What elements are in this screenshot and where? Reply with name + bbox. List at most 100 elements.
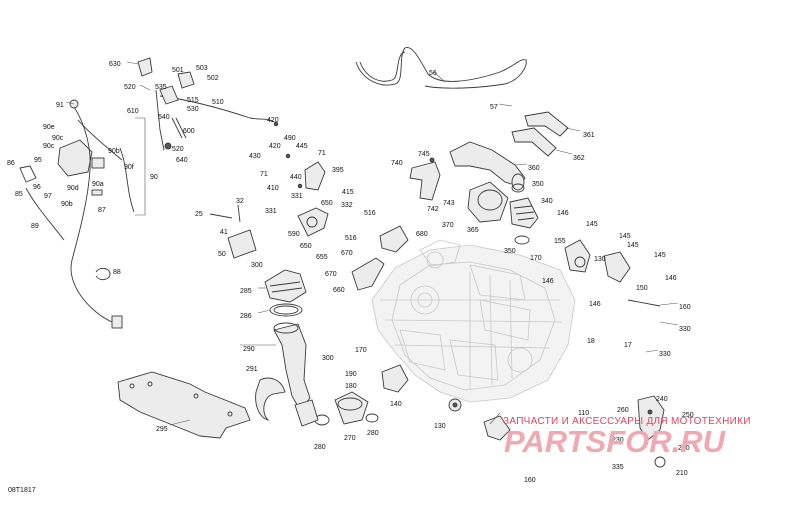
pedal-630	[137, 57, 195, 150]
bracket-660	[351, 257, 385, 291]
airbox-285	[264, 269, 307, 303]
callout-516: 516	[345, 235, 357, 242]
callout-670: 670	[341, 250, 353, 257]
callout-286: 286	[240, 313, 252, 320]
callout-145: 145	[586, 221, 598, 228]
clamp-350	[511, 183, 530, 245]
callout-210: 210	[676, 470, 688, 477]
callout-660: 660	[333, 287, 345, 294]
callout-340: 340	[541, 198, 553, 205]
callout-410: 410	[267, 185, 279, 192]
callout-170: 170	[530, 255, 542, 262]
callout-90f: 90f	[124, 164, 134, 171]
cable-56	[355, 46, 527, 89]
callout-95: 95	[34, 157, 42, 164]
callout-17: 17	[624, 342, 632, 349]
callout-56: 56	[429, 70, 437, 77]
filter-340	[509, 197, 539, 229]
callout-503: 503	[196, 65, 208, 72]
callout-146: 146	[542, 278, 554, 285]
callout-90d: 90d	[67, 185, 79, 192]
callout-742: 742	[427, 206, 439, 213]
callout-97: 97	[44, 193, 52, 200]
leader-lines	[65, 61, 679, 426]
bracket-150	[564, 239, 661, 307]
callout-590: 590	[288, 231, 300, 238]
callout-420: 420	[267, 117, 279, 124]
callout-535: 535	[155, 84, 167, 91]
callout-230: 230	[612, 437, 624, 444]
callout-91: 91	[56, 102, 64, 109]
duct-290	[273, 322, 311, 411]
sensor-130	[448, 398, 462, 412]
callout-41: 41	[220, 229, 228, 236]
callout-146: 146	[557, 210, 569, 217]
intake-duct-360	[449, 141, 526, 191]
bracket-680	[379, 225, 409, 253]
callout-88: 88	[113, 269, 121, 276]
callout-160: 160	[524, 477, 536, 484]
callout-335: 335	[612, 464, 624, 471]
callout-87: 87	[98, 207, 106, 214]
callout-510: 510	[212, 99, 224, 106]
callout-530: 530	[187, 106, 199, 113]
callout-332: 332	[341, 202, 353, 209]
skid-plate-295	[117, 371, 251, 439]
callout-170: 170	[355, 347, 367, 354]
callout-285: 285	[240, 288, 252, 295]
part-230	[483, 415, 511, 441]
bracket-140	[381, 364, 409, 393]
callout-516: 516	[364, 210, 376, 217]
callout-362: 362	[573, 155, 585, 162]
callout-740: 740	[391, 160, 403, 167]
callout-130: 130	[434, 423, 446, 430]
callout-445: 445	[296, 143, 308, 150]
callout-90c: 90c	[43, 143, 55, 150]
bracket-240	[637, 395, 666, 468]
callout-520: 520	[124, 84, 136, 91]
heat-shield-361-362	[511, 111, 569, 157]
callout-440: 440	[290, 174, 302, 181]
callout-655: 655	[316, 254, 328, 261]
watermark: ЗАПЧАСТИ И АКСЕССУАРЫ ДЛЯ МОТОТЕХНИКИ PA…	[503, 416, 750, 459]
callout-145: 145	[619, 233, 631, 240]
callout-650: 650	[321, 200, 333, 207]
figure-reference-code: 08T1817	[8, 487, 36, 494]
callout-145: 145	[627, 242, 639, 249]
mount-590-650	[297, 207, 329, 237]
callout-145: 145	[654, 252, 666, 259]
callout-360: 360	[528, 165, 540, 172]
callout-90: 90	[150, 174, 158, 181]
callout-86: 86	[7, 160, 15, 167]
callout-361: 361	[583, 132, 595, 139]
callout-270: 270	[344, 435, 356, 442]
callout-350: 350	[504, 248, 516, 255]
engine-block	[371, 239, 576, 403]
callout-280: 280	[367, 430, 379, 437]
callout-90b: 90b	[61, 201, 73, 208]
callout-290: 290	[243, 346, 255, 353]
callout-300: 300	[251, 262, 263, 269]
callout-600: 600	[183, 128, 195, 135]
callout-501: 501	[172, 67, 184, 74]
callout-146: 146	[589, 301, 601, 308]
callout-71: 71	[260, 171, 268, 178]
callout-90e: 90e	[43, 124, 55, 131]
callout-295: 295	[156, 426, 168, 433]
callout-515: 515	[187, 97, 199, 104]
callout-330: 330	[679, 326, 691, 333]
callout-150: 150	[636, 285, 648, 292]
callout-430: 430	[249, 153, 261, 160]
callout-57: 57	[490, 104, 498, 111]
callout-745: 745	[418, 151, 430, 158]
callout-640: 640	[176, 157, 188, 164]
callout-540: 540	[158, 114, 170, 121]
callout-190: 190	[345, 371, 357, 378]
sensor-assembly-90	[19, 117, 146, 241]
callout-18: 18	[587, 338, 595, 345]
callout-220: 220	[678, 445, 690, 452]
throttle-lever-assembly	[273, 121, 326, 191]
callout-520: 520	[172, 146, 184, 153]
